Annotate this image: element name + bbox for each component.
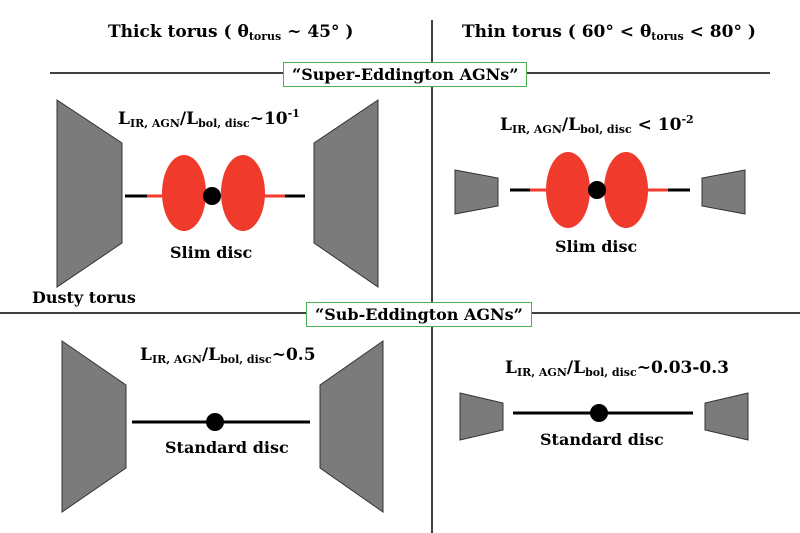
luminosity-ratio-super-thin: LIR, AGN/Lbol, disc < 10-2 <box>500 113 694 136</box>
slim-disc-lobe-right-super-thin <box>604 152 648 228</box>
thick-torus-right-super <box>313 99 379 288</box>
black-hole-sub-thin <box>590 404 608 422</box>
slim-disc-label-super-thin: Slim disc <box>555 237 638 256</box>
standard-disc-label-sub-thin: Standard disc <box>540 430 664 449</box>
black-hole-super-thin <box>588 181 606 199</box>
dusty-torus-label: Dusty torus <box>32 288 136 307</box>
thin-torus-left-sub <box>459 392 504 441</box>
thick-torus-left-super <box>56 99 123 288</box>
thick-torus-right-sub <box>319 340 384 513</box>
slim-disc-lobe-right-super-thick <box>221 155 265 231</box>
thin-torus-left-super <box>454 169 499 215</box>
slim-disc-lobe-left-super-thin <box>546 152 590 228</box>
slim-disc-lobe-left-super-thick <box>162 155 206 231</box>
thin-torus-header: Thin torus ( 60° < θtorus < 80° ) <box>462 22 756 43</box>
black-hole-super-thick <box>203 187 221 205</box>
luminosity-ratio-super-thick: LIR, AGN/Lbol, disc~10-1 <box>118 107 300 130</box>
thick-torus-header: Thick torus ( θtorus ~ 45° ) <box>108 22 354 43</box>
thin-torus-right-super <box>701 169 746 215</box>
super-eddington-banner: “Super-Eddington AGNs” <box>283 62 528 87</box>
black-hole-sub-thick <box>206 413 224 431</box>
thin-torus-right-sub <box>704 392 749 441</box>
luminosity-ratio-sub-thick: LIR, AGN/Lbol, disc~0.5 <box>140 345 316 366</box>
thick-torus-left-sub <box>61 340 127 513</box>
slim-disc-label-super-thick: Slim disc <box>170 243 253 262</box>
standard-disc-label-sub-thick: Standard disc <box>165 438 289 457</box>
sub-eddington-banner: “Sub-Eddington AGNs” <box>306 302 532 327</box>
luminosity-ratio-sub-thin: LIR, AGN/Lbol, disc~0.03-0.3 <box>505 358 729 379</box>
